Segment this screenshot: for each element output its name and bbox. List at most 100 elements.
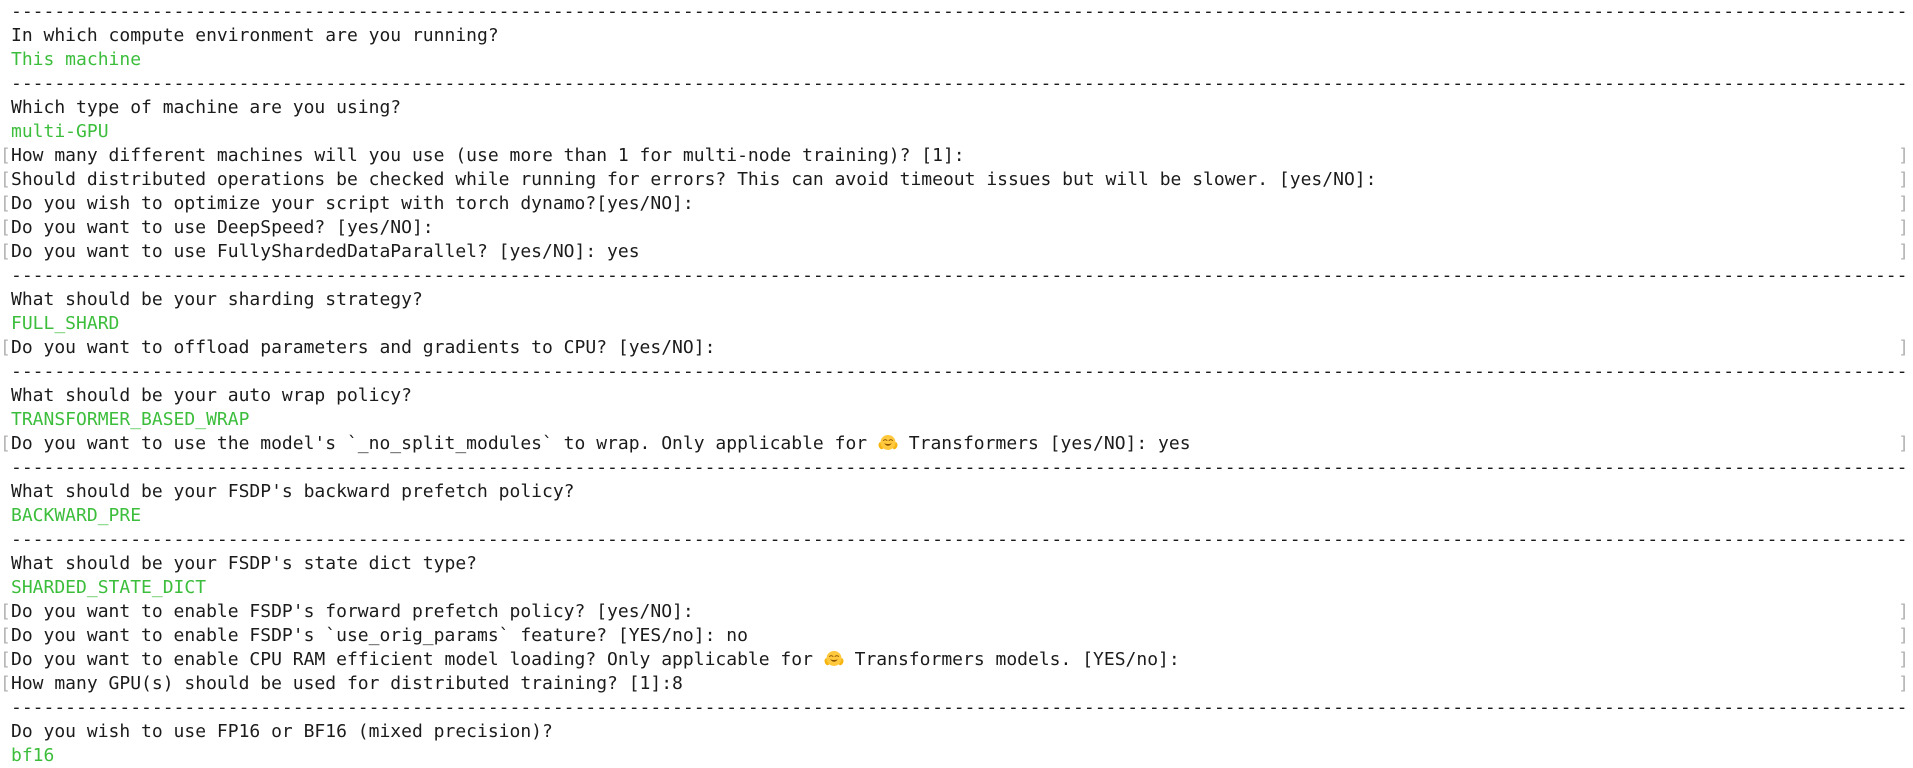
line-text: In which compute environment are you run… [11, 25, 499, 46]
separator-dashes: ----------------------------------------… [11, 457, 1908, 478]
left-bracket-marker [0, 528, 11, 552]
left-bracket-marker [0, 744, 11, 768]
line-text: Do you want to use the model's `_no_spli… [11, 433, 1191, 454]
answer-line: bf16 [0, 744, 1913, 768]
line-text: What should be your FSDP's backward pref… [11, 481, 575, 502]
left-bracket-marker [0, 720, 11, 744]
separator-line: ----------------------------------------… [0, 360, 1913, 384]
separator-dashes: ----------------------------------------… [11, 697, 1908, 718]
prompt-line: [Do you want to use FullyShardedDataPara… [0, 240, 1913, 264]
separator-line: ----------------------------------------… [0, 264, 1913, 288]
left-bracket-marker [0, 312, 11, 336]
left-bracket-marker: [ [0, 601, 11, 622]
separator-dashes: ----------------------------------------… [11, 73, 1908, 94]
prompt-line: [Do you want to offload parameters and g… [0, 336, 1913, 360]
left-bracket-marker: [ [0, 169, 11, 190]
line-text: Do you want to enable FSDP's forward pre… [11, 601, 694, 622]
right-bracket-marker: ] [1898, 337, 1909, 358]
left-bracket-marker: [ [0, 649, 11, 670]
left-bracket-marker [0, 72, 11, 96]
question-line: In which compute environment are you run… [0, 24, 1913, 48]
left-bracket-marker: [ [0, 433, 11, 454]
question-line: What should be your auto wrap policy? [0, 384, 1913, 408]
right-bracket-marker: ] [1898, 241, 1909, 262]
line-text: TRANSFORMER_BASED_WRAP [11, 409, 250, 430]
line-text: Do you wish to use FP16 or BF16 (mixed p… [11, 721, 553, 742]
line-text: BACKWARD_PRE [11, 505, 142, 526]
left-bracket-marker: [ [0, 193, 11, 214]
line-text: bf16 [11, 745, 55, 766]
right-bracket-marker: ] [1898, 673, 1909, 694]
line-text: Do you want to use FullyShardedDataParal… [11, 241, 640, 262]
question-line: What should be your sharding strategy? [0, 288, 1913, 312]
right-bracket-marker: ] [1898, 193, 1909, 214]
line-text: What should be your sharding strategy? [11, 289, 423, 310]
left-bracket-marker [0, 24, 11, 48]
right-bracket-marker: ] [1898, 649, 1909, 670]
left-bracket-marker [0, 480, 11, 504]
right-bracket-marker: ] [1898, 433, 1909, 454]
separator-line: ----------------------------------------… [0, 0, 1913, 24]
left-bracket-marker [0, 552, 11, 576]
answer-line: TRANSFORMER_BASED_WRAP [0, 408, 1913, 432]
line-text: Should distributed operations be checked… [11, 169, 1377, 190]
line-text: Do you want to enable FSDP's `use_orig_p… [11, 625, 748, 646]
question-line: What should be your FSDP's backward pref… [0, 480, 1913, 504]
left-bracket-marker [0, 360, 11, 384]
question-line: Do you wish to use FP16 or BF16 (mixed p… [0, 720, 1913, 744]
left-bracket-marker: [ [0, 625, 11, 646]
answer-line: multi-GPU [0, 120, 1913, 144]
left-bracket-marker [0, 120, 11, 144]
prompt-line: [Do you want to enable FSDP's `use_orig_… [0, 624, 1913, 648]
separator-dashes: ----------------------------------------… [11, 1, 1908, 22]
prompt-line: [How many different machines will you us… [0, 144, 1913, 168]
line-text: multi-GPU [11, 121, 109, 142]
separator-dashes: ----------------------------------------… [11, 361, 1908, 382]
left-bracket-marker: [ [0, 145, 11, 166]
line-text: What should be your FSDP's state dict ty… [11, 553, 477, 574]
left-bracket-marker [0, 408, 11, 432]
prompt-line: [Do you want to use DeepSpeed? [yes/NO]:… [0, 216, 1913, 240]
right-bracket-marker: ] [1898, 169, 1909, 190]
line-text: FULL_SHARD [11, 313, 120, 334]
line-text: How many GPU(s) should be used for distr… [11, 673, 683, 694]
separator-line: ----------------------------------------… [0, 528, 1913, 552]
hugging-face-emoji [824, 649, 844, 669]
answer-line: This machine [0, 48, 1913, 72]
left-bracket-marker [0, 384, 11, 408]
line-text: Which type of machine are you using? [11, 97, 402, 118]
left-bracket-marker [0, 456, 11, 480]
answer-line: FULL_SHARD [0, 312, 1913, 336]
line-text: Do you wish to optimize your script with… [11, 193, 694, 214]
left-bracket-marker: [ [0, 217, 11, 238]
separator-line: ----------------------------------------… [0, 456, 1913, 480]
line-text: Do you want to use DeepSpeed? [yes/NO]: [11, 217, 434, 238]
left-bracket-marker: [ [0, 337, 11, 358]
left-bracket-marker [0, 696, 11, 720]
separator-line: ----------------------------------------… [0, 696, 1913, 720]
line-text: This machine [11, 49, 142, 70]
left-bracket-marker [0, 48, 11, 72]
prompt-line: [Do you wish to optimize your script wit… [0, 192, 1913, 216]
left-bracket-marker [0, 288, 11, 312]
answer-line: SHARDED_STATE_DICT [0, 576, 1913, 600]
prompt-line: [Do you want to enable CPU RAM efficient… [0, 648, 1913, 672]
question-line: Which type of machine are you using? [0, 96, 1913, 120]
line-text: SHARDED_STATE_DICT [11, 577, 207, 598]
line-text: Do you want to offload parameters and gr… [11, 337, 716, 358]
hugging-face-emoji [878, 433, 898, 453]
line-text: What should be your auto wrap policy? [11, 385, 412, 406]
prompt-line: [Do you want to use the model's `_no_spl… [0, 432, 1913, 456]
right-bracket-marker: ] [1898, 217, 1909, 238]
separator-line: ----------------------------------------… [0, 72, 1913, 96]
right-bracket-marker: ] [1898, 601, 1909, 622]
line-text: How many different machines will you use… [11, 145, 965, 166]
prompt-line: [Should distributed operations be checke… [0, 168, 1913, 192]
separator-dashes: ----------------------------------------… [11, 529, 1908, 550]
left-bracket-marker [0, 0, 11, 24]
left-bracket-marker [0, 576, 11, 600]
left-bracket-marker [0, 504, 11, 528]
separator-dashes: ----------------------------------------… [11, 265, 1908, 286]
